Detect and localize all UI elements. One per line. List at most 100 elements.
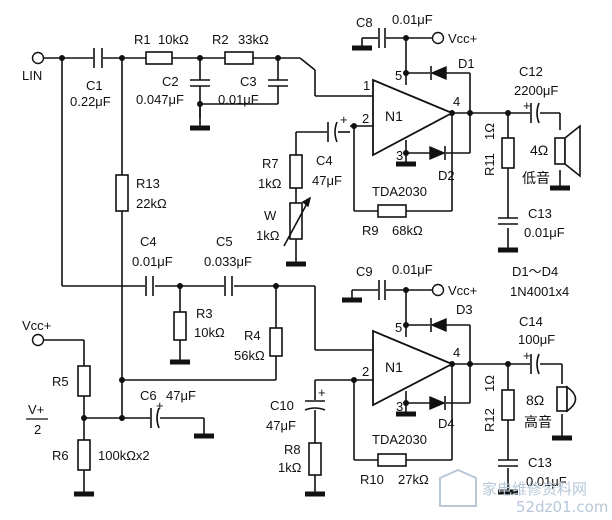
capacitor-c4-mid — [145, 276, 154, 296]
watermark-logo — [439, 468, 477, 507]
amplifier-n1-bottom — [372, 329, 455, 407]
label-d2: D2 — [438, 168, 455, 183]
label-diode-part: 1N4001x4 — [510, 284, 569, 299]
label-spk-tweeter-name: 高音 — [524, 414, 552, 430]
capacitor-c9 — [378, 280, 386, 300]
speaker-woofer — [554, 124, 581, 178]
capacitor-c4-top — [327, 121, 338, 143]
label-c6-ref: C6 — [140, 388, 157, 403]
diode-d4 — [429, 395, 446, 411]
label-r2-ref: R2 — [212, 32, 229, 47]
label-r13-ref: R13 — [136, 176, 160, 191]
label-c12-plus: + — [523, 98, 531, 113]
label-c9-val: 0.01μF — [392, 262, 433, 277]
label-c13-ref-top: C13 — [528, 206, 552, 221]
label-pin2-top: 2 — [362, 111, 369, 126]
label-c4-ref-mid: C4 — [140, 234, 157, 249]
label-pin4-bottom: 4 — [453, 345, 460, 360]
label-c14-plus: + — [523, 348, 531, 363]
ground-symbols — [74, 45, 572, 497]
label-c6-plus: + — [156, 398, 164, 413]
resistor-r8 — [308, 442, 322, 476]
vcc-top-terminal — [431, 31, 445, 45]
label-w-val: 1kΩ — [256, 228, 280, 243]
label-pin3-bottom: 3 — [396, 399, 403, 414]
label-pin3-top: 3 — [396, 148, 403, 163]
label-pin5-top: 5 — [395, 68, 402, 83]
label-c2-ref: C2 — [162, 74, 179, 89]
diode-d1 — [430, 65, 447, 81]
label-spk-woofer-name: 低音 — [522, 170, 550, 186]
label-c14-val: 100μF — [518, 332, 555, 347]
label-c5-val: 0.033μF — [204, 254, 252, 269]
label-c10-val: 47μF — [266, 418, 296, 433]
label-c12-val: 2200μF — [514, 83, 558, 98]
lin-terminal — [31, 51, 45, 65]
vcc-left-terminal — [31, 333, 45, 347]
capacitor-c13-top — [498, 217, 518, 225]
capacitor-c12 — [530, 102, 540, 124]
capacitor-c5 — [224, 276, 233, 296]
label-r13-val: 22kΩ — [136, 196, 167, 211]
label-r12-val: 1Ω — [482, 375, 497, 392]
label-c9-ref: C9 — [356, 264, 373, 279]
resistor-r2 — [224, 51, 254, 65]
label-vcc-top: Vcc+ — [448, 31, 477, 46]
label-c2-val: 0.047μF — [136, 92, 184, 107]
capacitor-c2 — [190, 79, 210, 87]
label-c1-ref: C1 — [86, 78, 103, 93]
label-diode-note: D1～D4 — [512, 264, 558, 279]
watermark: 家电维修资料网 52dz01.com — [439, 468, 608, 516]
capacitor-c8 — [378, 28, 386, 48]
capacitor-c14 — [530, 353, 540, 375]
label-c4-plus-top: + — [340, 112, 348, 127]
label-pin5-bottom: 5 — [395, 320, 402, 335]
label-c4-ref-top: C4 — [316, 153, 333, 168]
label-c4-val-top: 47μF — [312, 173, 342, 188]
resistor-r11 — [501, 137, 515, 169]
label-pin1-top: 1 — [363, 78, 370, 93]
potentiometer-w — [283, 196, 312, 247]
label-d1: D1 — [458, 56, 475, 71]
label-c3-ref: C3 — [240, 74, 257, 89]
label-r9-ref: R9 — [362, 223, 379, 238]
label-c8-val: 0.01μF — [392, 12, 433, 27]
speaker-tweeter — [556, 385, 577, 413]
label-c10-plus: + — [318, 385, 326, 400]
label-r10-ref: R10 — [360, 472, 384, 487]
label-lin: LIN — [22, 68, 42, 83]
label-c13-val-bottom: 0.01μF — [526, 474, 567, 489]
label-c8-ref: C8 — [356, 15, 373, 30]
capacitor-c3 — [268, 79, 288, 87]
label-r8-ref: R8 — [284, 442, 301, 457]
label-c1-val: 0.22μF — [70, 94, 111, 109]
label-c6-val: 47μF — [166, 388, 196, 403]
diode-d3 — [430, 317, 447, 333]
label-c13-ref-bottom: C13 — [528, 455, 552, 470]
capacitor-c1 — [93, 48, 103, 68]
label-ic-part-top: TDA2030 — [372, 184, 427, 199]
label-r4-val: 56kΩ — [234, 348, 265, 363]
label-r1-val: 10kΩ — [158, 32, 189, 47]
label-ic-top: N1 — [385, 108, 403, 124]
label-w-ref: W — [264, 208, 277, 223]
watermark-url: 52dz01.com — [516, 498, 608, 516]
label-c10-ref: C10 — [270, 398, 294, 413]
label-r7-ref: R7 — [262, 156, 279, 171]
label-c12-ref: C12 — [519, 64, 543, 79]
resistor-r4 — [269, 327, 283, 357]
resistor-r6 — [77, 439, 91, 471]
resistor-r5 — [77, 365, 91, 397]
label-c3-val: 0.01μF — [218, 92, 259, 107]
label-r12-ref: R12 — [482, 408, 497, 432]
resistor-r7 — [289, 154, 303, 189]
label-r3-val: 10kΩ — [194, 325, 225, 340]
label-spk-tweeter-val: 8Ω — [526, 392, 544, 408]
label-r8-val: 1kΩ — [278, 460, 302, 475]
label-c5-ref: C5 — [216, 234, 233, 249]
label-pin4-top: 4 — [453, 94, 460, 109]
resistor-r10 — [377, 453, 407, 467]
label-pin2-bottom: 2 — [362, 364, 369, 379]
label-r6-val: 100kΩx2 — [98, 448, 150, 463]
label-ic-bottom: N1 — [385, 359, 403, 375]
